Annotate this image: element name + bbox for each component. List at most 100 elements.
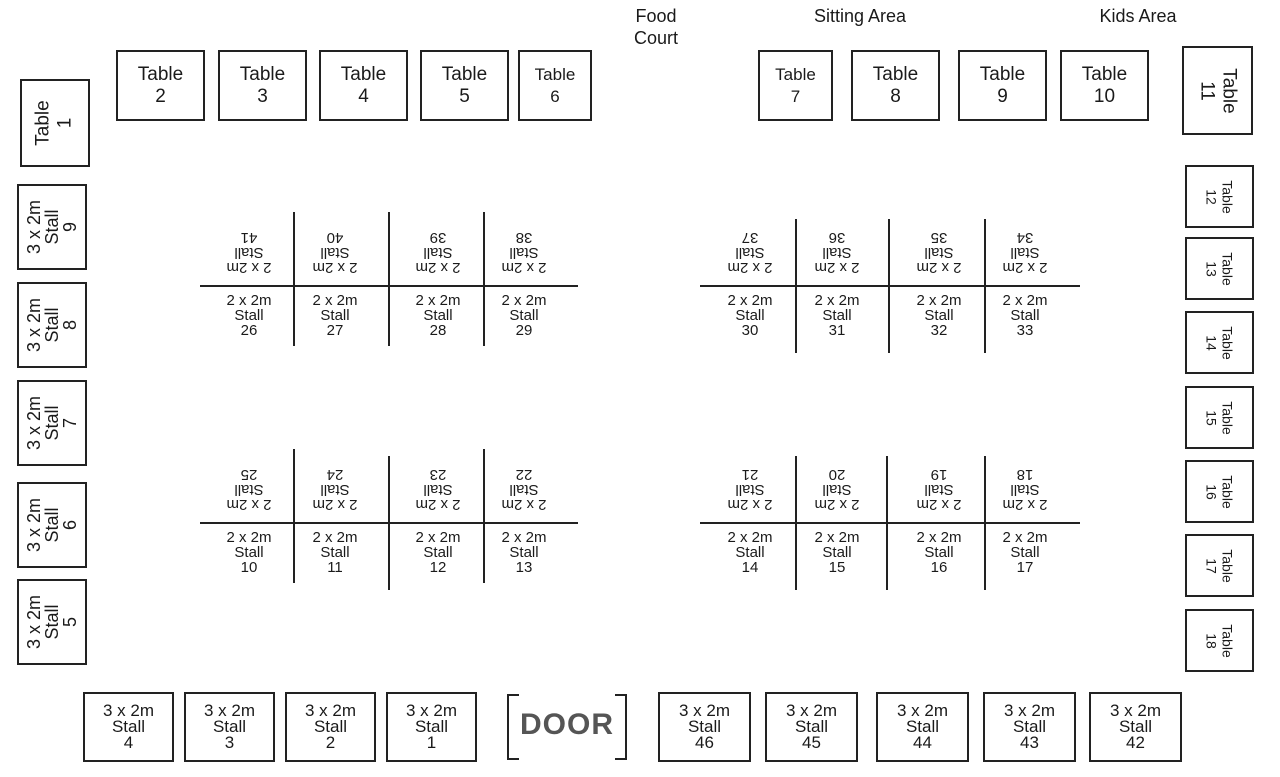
kids-area-label: Kids Area — [1099, 6, 1177, 26]
cluster-d-separator — [886, 456, 888, 590]
stall-23[interactable]: 2 x 2m Stall 23 — [415, 466, 461, 513]
table-1-label: Table 1 — [32, 100, 76, 146]
cluster-d-separator — [984, 456, 986, 590]
stall-32[interactable]: 2 x 2m Stall 32 — [916, 292, 962, 339]
stall-45[interactable]: 3 x 2m Stall 45 — [765, 692, 858, 762]
stall-19[interactable]: 2 x 2m Stall 19 — [916, 466, 962, 513]
stall-9[interactable]: 3 x 2m Stall 9 — [17, 184, 87, 270]
stall-5-label: 3 x 2m Stall 5 — [24, 594, 80, 650]
table-13-label: Table 13 — [1203, 251, 1236, 286]
table-11[interactable]: Table 11 — [1182, 46, 1253, 135]
stall-10[interactable]: 2 x 2m Stall 10 — [226, 529, 272, 576]
table-15-label: Table 15 — [1203, 400, 1236, 435]
stall-6-label: 3 x 2m Stall 6 — [24, 497, 80, 553]
stall-12[interactable]: 2 x 2m Stall 12 — [415, 529, 461, 576]
stall-14[interactable]: 2 x 2m Stall 14 — [727, 529, 773, 576]
stall-42-label: 3 x 2m Stall 42 — [1109, 701, 1162, 752]
cluster-b-separator — [888, 219, 890, 353]
table-5[interactable]: Table 5 — [420, 50, 509, 121]
cluster-d-divider — [700, 522, 1080, 524]
table-2-label: Table 2 — [137, 63, 184, 107]
table-8[interactable]: Table 8 — [851, 50, 940, 121]
table-10[interactable]: Table 10 — [1060, 50, 1149, 121]
stall-44-label: 3 x 2m Stall 44 — [896, 701, 949, 752]
table-3[interactable]: Table 3 — [218, 50, 307, 121]
stall-24[interactable]: 2 x 2m Stall 24 — [312, 466, 358, 513]
stall-4[interactable]: 3 x 2m Stall 4 — [83, 692, 174, 762]
table-17[interactable]: Table 17 — [1185, 534, 1254, 597]
stall-11[interactable]: 2 x 2m Stall 11 — [312, 529, 358, 576]
stall-15[interactable]: 2 x 2m Stall 15 — [814, 529, 860, 576]
stall-1[interactable]: 3 x 2m Stall 1 — [386, 692, 477, 762]
stall-42[interactable]: 3 x 2m Stall 42 — [1089, 692, 1182, 762]
stall-20[interactable]: 2 x 2m Stall 20 — [814, 466, 860, 513]
stall-6[interactable]: 3 x 2m Stall 6 — [17, 482, 87, 568]
cluster-b-separator — [795, 219, 797, 353]
stall-3[interactable]: 3 x 2m Stall 3 — [184, 692, 275, 762]
stall-7[interactable]: 3 x 2m Stall 7 — [17, 380, 87, 466]
stall-45-label: 3 x 2m Stall 45 — [785, 701, 838, 752]
stall-38[interactable]: 2 x 2m Stall 38 — [501, 229, 547, 276]
door-label: DOOR — [520, 708, 614, 741]
stall-22[interactable]: 2 x 2m Stall 22 — [501, 466, 547, 513]
table-12[interactable]: Table 12 — [1185, 165, 1254, 228]
cluster-b-separator — [984, 219, 986, 353]
table-12-label: Table 12 — [1203, 179, 1236, 214]
cluster-a-separator — [388, 212, 390, 346]
table-6-label: Table 6 — [534, 64, 576, 106]
stall-13[interactable]: 2 x 2m Stall 13 — [501, 529, 547, 576]
stall-17[interactable]: 2 x 2m Stall 17 — [1002, 529, 1048, 576]
table-9[interactable]: Table 9 — [958, 50, 1047, 121]
table-18-label: Table 18 — [1203, 623, 1236, 658]
table-1[interactable]: Table 1 — [20, 79, 90, 167]
stall-43[interactable]: 3 x 2m Stall 43 — [983, 692, 1076, 762]
cluster-a-separator — [483, 212, 485, 346]
stall-28[interactable]: 2 x 2m Stall 28 — [415, 292, 461, 339]
table-3-label: Table 3 — [239, 63, 286, 107]
stall-16[interactable]: 2 x 2m Stall 16 — [916, 529, 962, 576]
table-11-label: Table 11 — [1196, 67, 1240, 114]
stall-37[interactable]: 2 x 2m Stall 37 — [727, 229, 773, 276]
stall-26[interactable]: 2 x 2m Stall 26 — [226, 292, 272, 339]
stall-34[interactable]: 2 x 2m Stall 34 — [1002, 229, 1048, 276]
stall-2[interactable]: 3 x 2m Stall 2 — [285, 692, 376, 762]
cluster-a-separator — [293, 212, 295, 346]
stall-36[interactable]: 2 x 2m Stall 36 — [814, 229, 860, 276]
table-7[interactable]: Table 7 — [758, 50, 833, 121]
stall-30[interactable]: 2 x 2m Stall 30 — [727, 292, 773, 339]
stall-5[interactable]: 3 x 2m Stall 5 — [17, 579, 87, 665]
table-14[interactable]: Table 14 — [1185, 311, 1254, 374]
stall-40[interactable]: 2 x 2m Stall 40 — [312, 229, 358, 276]
table-16[interactable]: Table 16 — [1185, 460, 1254, 523]
table-15[interactable]: Table 15 — [1185, 386, 1254, 449]
cluster-c-separator — [388, 456, 390, 590]
stall-25[interactable]: 2 x 2m Stall 25 — [226, 466, 272, 513]
door-bracket-left — [507, 694, 519, 760]
stall-2-label: 3 x 2m Stall 2 — [304, 701, 357, 752]
stall-21[interactable]: 2 x 2m Stall 21 — [727, 466, 773, 513]
stall-39[interactable]: 2 x 2m Stall 39 — [415, 229, 461, 276]
stall-18[interactable]: 2 x 2m Stall 18 — [1002, 466, 1048, 513]
stall-27[interactable]: 2 x 2m Stall 27 — [312, 292, 358, 339]
door-bracket-right — [615, 694, 627, 760]
sitting-area-label: Sitting Area — [813, 6, 907, 26]
table-4[interactable]: Table 4 — [319, 50, 408, 121]
table-2[interactable]: Table 2 — [116, 50, 205, 121]
stall-4-label: 3 x 2m Stall 4 — [102, 701, 155, 752]
cluster-c-separator — [483, 449, 485, 583]
stall-1-label: 3 x 2m Stall 1 — [405, 701, 458, 752]
stall-8[interactable]: 3 x 2m Stall 8 — [17, 282, 87, 368]
stall-35[interactable]: 2 x 2m Stall 35 — [916, 229, 962, 276]
table-18[interactable]: Table 18 — [1185, 609, 1254, 672]
stall-44[interactable]: 3 x 2m Stall 44 — [876, 692, 969, 762]
cluster-b-divider — [700, 285, 1080, 287]
stall-9-label: 3 x 2m Stall 9 — [24, 199, 80, 255]
table-6[interactable]: Table 6 — [518, 50, 592, 121]
stall-33[interactable]: 2 x 2m Stall 33 — [1002, 292, 1048, 339]
stall-46[interactable]: 3 x 2m Stall 46 — [658, 692, 751, 762]
table-13[interactable]: Table 13 — [1185, 237, 1254, 300]
stall-46-label: 3 x 2m Stall 46 — [678, 701, 731, 752]
stall-29[interactable]: 2 x 2m Stall 29 — [501, 292, 547, 339]
stall-31[interactable]: 2 x 2m Stall 31 — [814, 292, 860, 339]
stall-41[interactable]: 2 x 2m Stall 41 — [226, 229, 272, 276]
